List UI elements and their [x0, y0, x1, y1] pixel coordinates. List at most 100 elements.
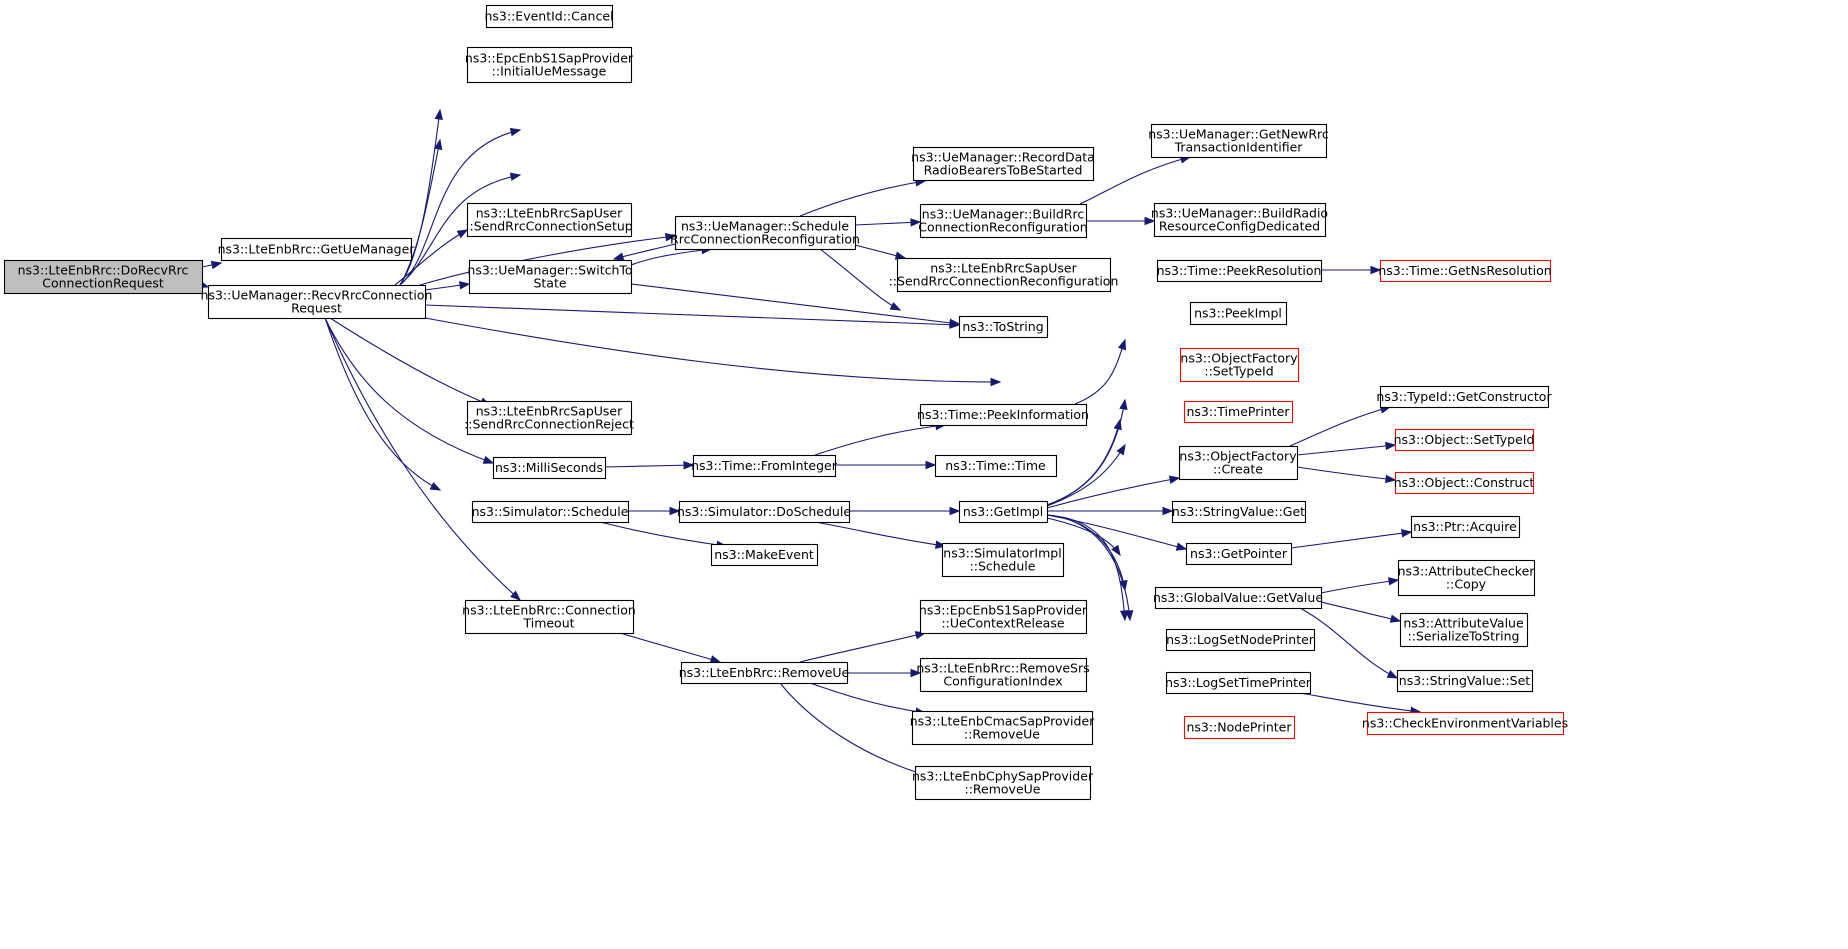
edge-line [809, 682, 926, 714]
edge-line [619, 632, 721, 663]
node-ns3-getpointer[interactable]: ns3::GetPointer [1185, 542, 1293, 566]
edge-n9-to-n5 [1079, 155, 1192, 205]
node-ns3-attributechecker-copy[interactable]: ns3::AttributeChecker::Copy [1398, 559, 1536, 597]
node-ns3-makeevent[interactable]: ns3::MakeEvent [710, 543, 819, 567]
node-ns3-lteenbcphysapprovider-removeue[interactable]: ns3::LteEnbCphySapProvider::RemoveUe [912, 765, 1094, 801]
node-ns3-stringvalue-set[interactable]: ns3::StringValue::Set [1396, 669, 1534, 693]
node-ns3-epcenbs1sapprovider-initialuemessage[interactable]: ns3::EpcEnbS1SapProvider::InitialUeMessa… [465, 46, 634, 84]
node-label-line: ns3::ObjectFactory [1179, 449, 1297, 464]
node-ns3-simulatorimpl-schedule[interactable]: ns3::SimulatorImpl::Schedule [941, 542, 1065, 578]
node-label-line: ns3::EpcEnbS1SapProvider [465, 51, 634, 66]
edge-line [1046, 419, 1121, 506]
node-box [1379, 385, 1550, 409]
edge-n24-to-n19 [814, 421, 947, 456]
node-ns3-lteenbrrcsapuser-sendrrcconnectionreconfiguration[interactable]: ns3::LteEnbRrcSapUser::SendRrcConnection… [889, 257, 1119, 293]
edge-line [324, 317, 441, 491]
node-ns3-timeprinter[interactable]: ns3::TimePrinter [1183, 400, 1294, 424]
node-box [464, 599, 635, 635]
edge-arrowhead [990, 377, 1002, 387]
edge-n30-to-n48 [1046, 514, 1129, 622]
node-ns3-uemanager-buildrrcconnectionreconfiguration[interactable]: ns3::UeManager::BuildRrcConnectionReconf… [918, 203, 1088, 239]
node-ns3-stringvalue-get[interactable]: ns3::StringValue::Get [1172, 500, 1307, 524]
node-ns3-uemanager-schedulerrcconnectionreconfiguration[interactable]: ns3::UeManager::ScheduleRrcConnectionRec… [670, 215, 860, 251]
node-ns3-globalvalue-getvalue[interactable]: ns3::GlobalValue::GetValue [1153, 586, 1323, 610]
node-label-line: ns3::Time::PeekResolution [1157, 263, 1322, 278]
edge-n2-to-n6 [399, 172, 522, 286]
node-ns3-lteenbrrc-removeue[interactable]: ns3::LteEnbRrc::RemoveUe [679, 661, 850, 685]
edge-line [1320, 601, 1401, 622]
node-ns3-logsetnodeprinter[interactable]: ns3::LogSetNodePrinter [1165, 628, 1316, 652]
node-label-line: ns3::Time::FromInteger [691, 458, 838, 473]
node-ns3-ptr-acquire[interactable]: ns3::Ptr::Acquire [1410, 515, 1521, 539]
node-label-line: ConfigurationIndex [943, 674, 1062, 689]
node-ns3-logsettimeprinter[interactable]: ns3::LogSetTimePrinter [1165, 671, 1312, 695]
node-box [912, 146, 1095, 182]
node-box [1185, 542, 1293, 566]
node-ns3-checkenvironmentvariables[interactable]: ns3::CheckEnvironmentVariables [1362, 711, 1568, 736]
edge-line [1320, 579, 1399, 594]
node-ns3-peekimpl[interactable]: ns3::PeekImpl [1189, 301, 1288, 326]
node-ns3-eventid-cancel[interactable]: ns3::EventId::Cancel [484, 4, 614, 29]
edge-n8-to-n6 [799, 178, 927, 217]
node-label-line: ::Create [1213, 462, 1263, 477]
node-label-line: ::UeContextRelease [941, 616, 1064, 631]
edge-n35-to-n32 [1290, 529, 1413, 549]
node-ns3-lteenbrrc-getuemanager[interactable]: ns3::LteEnbRrc::GetUeManager [218, 237, 416, 262]
edge-n30-to-n35 [1046, 514, 1188, 551]
node-ns3-lteenbrrcsapuser-sendrrcconnectionreject[interactable]: ns3::LteEnbRrcSapUser::SendRrcConnection… [464, 400, 634, 436]
edge-n2-to-n7 [394, 229, 469, 286]
node-ns3-simulator-schedule[interactable]: ns3::Simulator::Schedule [472, 500, 630, 524]
node-ns3-lteenbrrcsapuser-sendrrcconnectionsetup[interactable]: ns3::LteEnbRrcSapUser::SendRrcConnection… [465, 202, 633, 238]
edge-line [329, 317, 491, 406]
edge-arrowhead [1162, 506, 1174, 516]
node-label-line: ns3::NodePrinter [1186, 720, 1292, 735]
node-label-line: ns3::LteEnbRrc::RemoveUe [679, 665, 850, 680]
node-ns3-time-frominteger[interactable]: ns3::Time::FromInteger [691, 454, 838, 478]
edge-line [1046, 477, 1180, 509]
node-ns3-time-peekinformation[interactable]: ns3::Time::PeekInformation [917, 403, 1089, 427]
node-ns3-epcenbs1sapprovider-uecontextrelease[interactable]: ns3::EpcEnbS1SapProvider::UeContextRelea… [919, 599, 1088, 635]
edge-line [1046, 444, 1126, 507]
node-label-line: ns3::LteEnbRrc::RemoveSrs [916, 661, 1089, 676]
node-ns3-typeid-getconstructor[interactable]: ns3::TypeId::GetConstructor [1376, 385, 1552, 409]
node-ns3-nodeprinter[interactable]: ns3::NodePrinter [1183, 715, 1296, 740]
node-box [674, 215, 857, 251]
node-box [1183, 400, 1294, 424]
node-ns3-time-peekresolution[interactable]: ns3::Time::PeekResolution [1157, 259, 1323, 283]
edge-n2-to-n23 [324, 317, 495, 464]
node-ns3-getimpl[interactable]: ns3::GetImpl [958, 500, 1049, 524]
edge-arrowhead [910, 668, 922, 678]
node-ns3-time-getnsresolution[interactable]: ns3::Time::GetNsResolution [1378, 259, 1552, 283]
node-label-line: ns3::Time::GetNsResolution [1378, 263, 1551, 278]
node-ns3-uemanager-buildradioresourceconfigdedicated[interactable]: ns3::UeManager::BuildRadioResourceConfig… [1151, 202, 1328, 238]
edge-n42-to-n43 [847, 668, 922, 678]
node-label-line: ::SerializeToString [1408, 629, 1520, 644]
node-ns3-tostring[interactable]: ns3::ToString [958, 315, 1049, 339]
node-box [1399, 612, 1529, 648]
node-ns3-milliseconds[interactable]: ns3::MilliSeconds [492, 456, 607, 480]
node-box [934, 454, 1058, 478]
node-box [207, 284, 427, 320]
node-label-line: ns3::CheckEnvironmentVariables [1362, 716, 1568, 731]
node-ns3-object-settypeid[interactable]: ns3::Object::SetTypeId [1394, 428, 1535, 452]
node-label-line: ns3::LteEnbRrcSapUser [476, 206, 623, 221]
node-ns3-lteenbcmacsapprovider-removeue[interactable]: ns3::LteEnbCmacSapProvider::RemoveUe [910, 710, 1095, 746]
edge-line [630, 248, 712, 266]
node-ns3-uemanager-getnewrrctransactionidentifier[interactable]: ns3::UeManager::GetNewRrcTransactionIden… [1148, 123, 1329, 159]
node-ns3-uemanager-recorddataradiobearerstobestarted[interactable]: ns3::UeManager::RecordDataRadioBearersTo… [911, 146, 1095, 182]
node-ns3-objectfactory-settypeid[interactable]: ns3::ObjectFactory::SetTypeId [1179, 347, 1300, 383]
edge-arrowhead [1389, 614, 1402, 623]
node-ns3-attributevalue-serializetostring[interactable]: ns3::AttributeValue::SerializeToString [1399, 612, 1529, 648]
node-ns3-simulator-doschedule[interactable]: ns3::Simulator::DoSchedule [677, 500, 851, 524]
node-ns3-time-time[interactable]: ns3::Time::Time [934, 454, 1058, 478]
node-label-line: ns3::LteEnbCphySapProvider [912, 769, 1094, 784]
node-ns3-objectfactory-create[interactable]: ns3::ObjectFactory::Create [1178, 445, 1299, 481]
node-ns3-lteenbrrc-dorecvrrcconnectionrequest: ns3::LteEnbRrc::DoRecvRrcConnectionReque… [3, 259, 204, 295]
node-ns3-object-construct[interactable]: ns3::Object::Construct [1394, 471, 1535, 495]
node-label-line: ns3::ObjectFactory [1180, 351, 1298, 366]
node-box [3, 259, 204, 295]
node-ns3-lteenbrrc-removesrsconfigurationindex[interactable]: ns3::LteEnbRrc::RemoveSrsConfigurationIn… [916, 657, 1090, 693]
